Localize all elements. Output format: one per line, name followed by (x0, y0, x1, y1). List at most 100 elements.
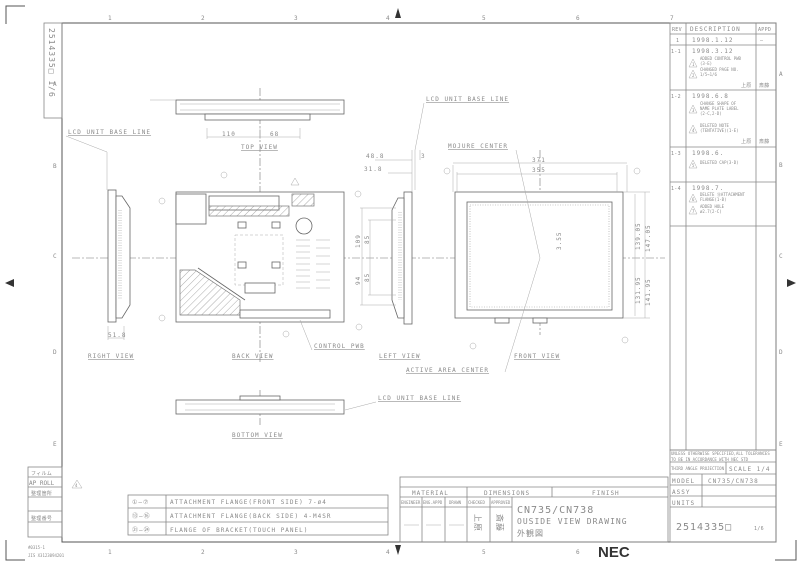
drawing-title: CN735/CN738 (517, 505, 594, 516)
grid-column-labels: 1 2 3 4 5 6 7 1 2 3 4 5 6 (108, 15, 675, 556)
drawing-text: ø2.7(2-C) (700, 209, 722, 214)
drawing-text: TO BE IN ACCORDANCE WITH NEC STD (671, 457, 749, 462)
drawing-text: 139.05 (635, 222, 642, 250)
drawing-text: SCALE 1/4 (729, 466, 771, 473)
sheet-number: 1/6 (754, 526, 764, 532)
title-block: MATERIAL DIMENSIONS FINISH ENGINEER ENG.… (399, 449, 777, 561)
drawing-text: 147.05 (645, 224, 652, 252)
drawing-text: REV (672, 27, 682, 33)
drawing-text: CHANGE SHAPE OF (700, 101, 737, 106)
drawing-text: NAME PLATE LABEL (700, 106, 739, 111)
drawing-text: CN735/CN738 (708, 478, 759, 485)
drawing-text: (3-E) (700, 61, 712, 66)
drawing-text: DRAWN (449, 500, 462, 505)
drawing-text: 斎藤 (759, 138, 770, 145)
dimension-110: 110 (222, 131, 236, 138)
column-label: 7 (670, 15, 675, 22)
column-label: 4 (386, 549, 391, 556)
drawing-text: APPROVED (491, 500, 511, 505)
drawing-text: 371 (532, 157, 546, 164)
row-label: C (779, 253, 784, 260)
drawing-text: ⑬—⑯ (132, 512, 151, 520)
top-view: 110 68 TOP VIEW (150, 99, 345, 151)
center-arrow-bottom (395, 545, 401, 555)
left-view: 109 85 94 85 48.8 31.8 3 LEFT VIEW (355, 150, 426, 360)
module-center-label: MOJURE CENTER (448, 143, 508, 150)
column-label: 2 (201, 549, 206, 556)
drawing-text: JIS X3123094201 (28, 553, 65, 558)
drawing-text: — (760, 38, 764, 44)
drawing-text: 斎藤 (759, 82, 770, 89)
column-label: 2 (201, 15, 206, 22)
drawing-text: FLANGE OF BRACKET(TOUCH PANEL) (170, 527, 308, 534)
drawing-text: ASSY (672, 489, 690, 496)
drawing-text: 109 (355, 234, 362, 248)
drawing-text: 上原 (741, 138, 752, 145)
drawing-text: CHANGED PAGE NO. (700, 67, 739, 72)
drawing-text: 4 (75, 483, 78, 488)
drawing-text: 3.55 (556, 232, 563, 250)
nec-logo: NEC (598, 544, 630, 561)
row-label: B (53, 163, 58, 170)
drawing-text: 1998.6. (692, 150, 724, 157)
row-label: A (779, 71, 784, 78)
approved-signature: 斎藤 (495, 514, 505, 532)
bottom-view: BOTTOM VIEW (175, 395, 345, 439)
drawing-text: (2-C,2-D) (700, 111, 722, 116)
drawing-text: 3 (692, 108, 695, 113)
drawing-text: MODEL (672, 478, 695, 485)
drawing-text: 355 (532, 167, 546, 174)
column-label: 4 (386, 15, 391, 22)
row-label: E (53, 441, 58, 448)
row-label: B (779, 162, 784, 169)
drawing-text: FLANGE(1-B) (700, 197, 727, 202)
row-label: D (779, 349, 784, 356)
vertical-part-number-box (43, 22, 63, 119)
drawing-text: 外観図 (517, 528, 544, 538)
drawing-text: MATERIAL (412, 490, 449, 497)
drawing-text: 48.8 (366, 153, 384, 160)
drawing-text: UNITS (672, 500, 695, 507)
back-view-label: BACK VIEW (232, 353, 274, 360)
center-arrow-right (787, 279, 796, 287)
drawing-text: 1998.3.12 (692, 48, 734, 55)
checked-signature: 上原 (473, 514, 482, 532)
drawing-text: 1-3 (671, 151, 681, 157)
drawing-text: 1998.6.8 (692, 93, 729, 100)
right-view: 51.8 RIGHT VIEW (88, 189, 133, 360)
lcd-base-line-labels: LCD UNIT BASE LINE LCD UNIT BASE LINE LC… (65, 96, 508, 411)
front-view: 371 355 139.05 147.05 131.95 141.95 3.55… (406, 143, 652, 374)
row-label: C (53, 253, 58, 260)
drawing-text: ATTACHMENT FLANGE(BACK SIDE) 4-M4SR (170, 513, 331, 520)
drawing-text: APPD (758, 27, 771, 33)
drawing-text: 1-1 (671, 49, 681, 55)
column-label: 6 (576, 549, 581, 556)
drawing-text: 131.95 (635, 276, 642, 304)
left-view-label: LEFT VIEW (379, 353, 421, 360)
corner-marks (5, 5, 797, 561)
drawing-text: FINISH (592, 490, 620, 497)
drawing-text: DELETE ⑫ATTACHMENT (700, 191, 746, 197)
column-label: 1 (108, 15, 113, 22)
drawing-text: 51.8 (108, 332, 126, 339)
drawing-text: ADDED CONTROL PWB (700, 56, 742, 61)
column-label: 3 (294, 15, 299, 22)
drawing-text: ㉑—㉔ (132, 526, 151, 534)
center-arrow-left (5, 279, 14, 287)
drawing-text: 3 (421, 153, 426, 160)
drawing-text: 5 (692, 163, 695, 168)
column-label: 5 (482, 549, 487, 556)
drawing-text: 1-2 (671, 94, 681, 100)
drawing-text: 1998.1.12 (692, 37, 734, 44)
drawing-text: ENG.APPD (423, 500, 443, 505)
drawing-text: #0315-1 (28, 545, 45, 550)
row-label: A (53, 81, 58, 88)
drawing-text: 31.8 (364, 166, 382, 173)
row-label: D (53, 349, 58, 356)
drawing-text: 1/5→1/6 (700, 72, 717, 77)
drawing-text: 1-4 (671, 186, 681, 192)
bottom-view-label: BOTTOM VIEW (232, 432, 283, 439)
drawing-text: ①—⑦ (132, 499, 149, 506)
top-view-label: TOP VIEW (241, 144, 278, 151)
